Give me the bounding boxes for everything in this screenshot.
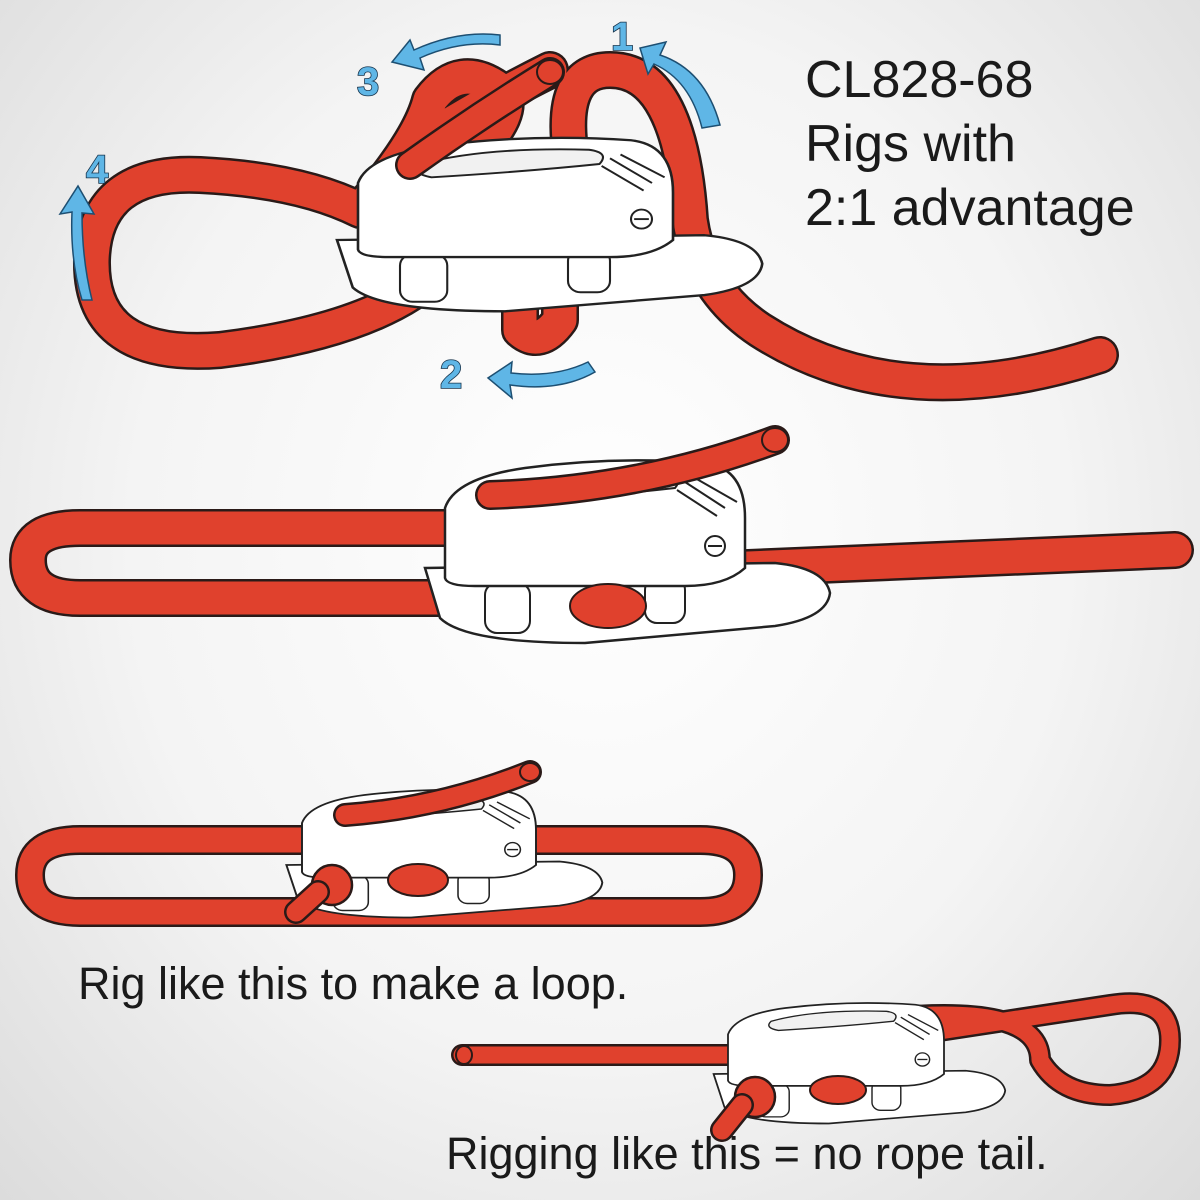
top-rigging-view [72, 51, 1119, 402]
loop-view [15, 760, 763, 927]
arrow-step-4 [58, 184, 96, 301]
loop-caption: Rig like this to make a loop. [78, 958, 629, 1009]
step-label-4: 4 [86, 148, 109, 192]
model-title: CL828-68 [805, 51, 1034, 109]
arrow-step-2 [486, 360, 597, 400]
middle-rigged-view [9, 425, 1194, 645]
title-line-2: Rigs with [805, 115, 1016, 173]
no-tail-caption: Rigging like this = no rope tail. [446, 1128, 1048, 1179]
no-tail-view [451, 992, 1181, 1142]
step-label-1: 1 [611, 15, 633, 59]
arrow-step-3 [390, 33, 501, 72]
step-label-3: 3 [357, 60, 379, 104]
step-arrows [58, 33, 721, 400]
arrow-step-1 [639, 40, 721, 129]
title-block: CL828-68 Rigs with 2:1 advantage [805, 48, 1135, 240]
step-label-2: 2 [440, 353, 462, 397]
title-line-3: 2:1 advantage [805, 179, 1135, 237]
